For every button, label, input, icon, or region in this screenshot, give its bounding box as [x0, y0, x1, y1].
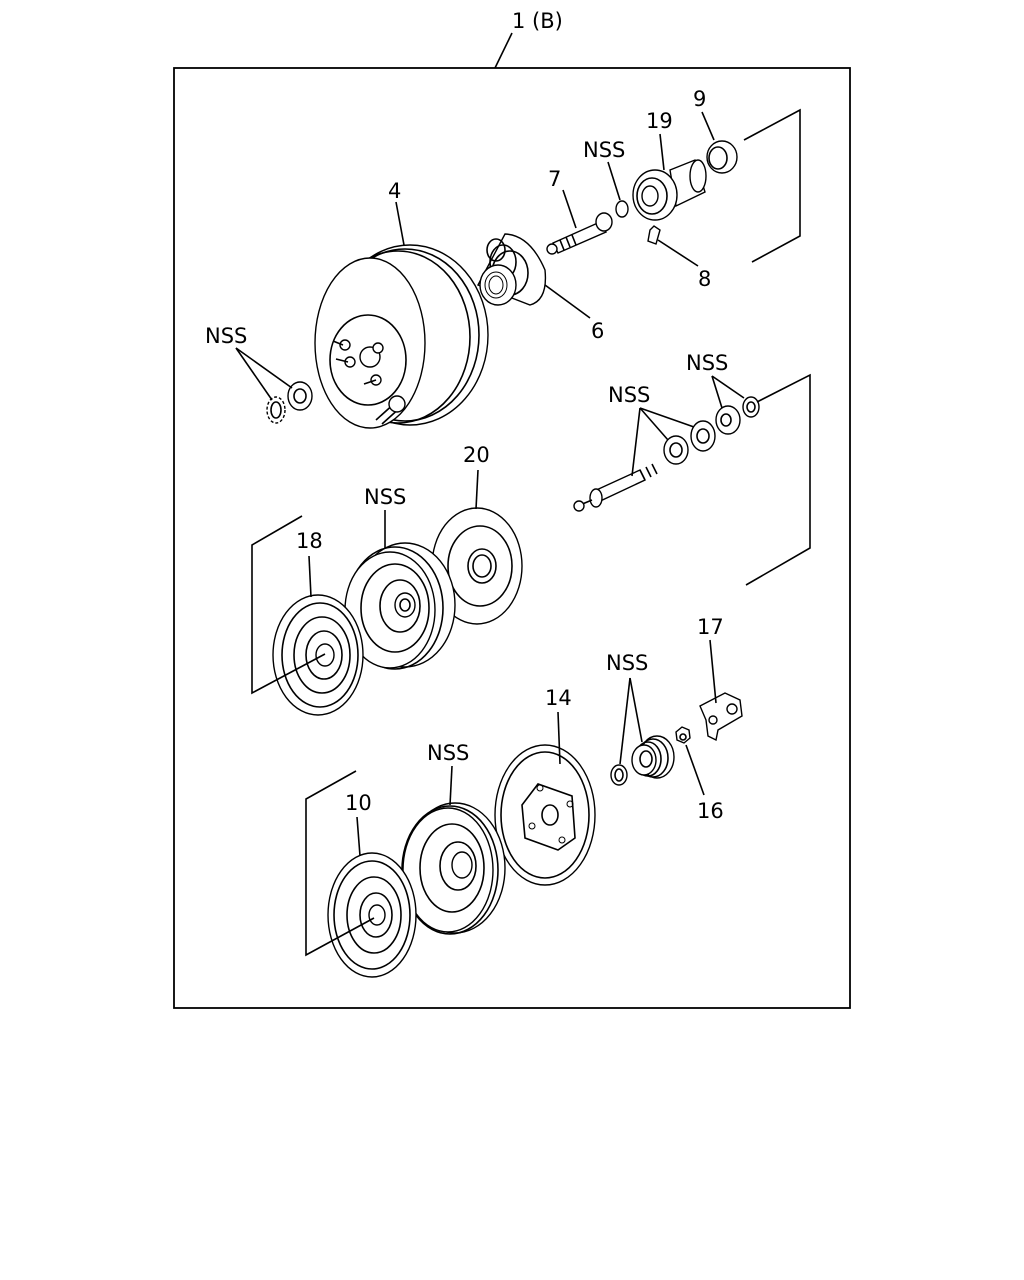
mounting-bracket	[699, 692, 743, 742]
shaft	[546, 212, 613, 255]
callout-nss-mid: NSS	[608, 383, 650, 407]
leader-nss-left-2	[235, 347, 293, 389]
leader-19	[659, 133, 665, 171]
leader-16	[685, 744, 705, 796]
rotor-pulley	[401, 802, 506, 935]
leader-4	[395, 201, 405, 246]
assembly-leader	[494, 32, 513, 69]
compressor-body	[314, 244, 489, 429]
group-bracket-left-upper	[251, 515, 326, 695]
shaft-seal	[477, 233, 547, 306]
leader-nss-mid-1	[631, 407, 641, 477]
leader-nss-coil-2	[629, 677, 643, 743]
leader-9	[701, 111, 715, 141]
key	[647, 225, 661, 245]
callout-18: 18	[296, 529, 323, 553]
callout-20: 20	[463, 443, 490, 467]
diagram-frame	[173, 67, 851, 1009]
callout-8: 8	[698, 267, 711, 291]
snap-ring	[706, 140, 738, 174]
small-washer	[615, 200, 629, 218]
callout-nss-coil: NSS	[606, 651, 648, 675]
callout-nss-right: NSS	[686, 351, 728, 375]
leader-6	[544, 284, 591, 319]
leader-10	[356, 816, 361, 857]
leader-14	[557, 711, 561, 765]
group-bracket-left-lower	[305, 770, 375, 957]
front-housing	[632, 159, 707, 221]
group-bracket-upper	[743, 108, 801, 263]
leader-nss-right-1	[711, 375, 723, 409]
assembly-label: 1 (B)	[512, 9, 563, 33]
coil-spring-ring	[610, 735, 675, 786]
callout-4: 4	[388, 179, 401, 203]
callout-17: 17	[697, 615, 724, 639]
callout-10: 10	[345, 791, 372, 815]
circlip-washer	[266, 381, 313, 424]
leader-nss-lower	[449, 765, 453, 806]
callout-nss-left: NSS	[205, 324, 247, 348]
leader-7	[562, 189, 577, 229]
bolt-assembly	[573, 396, 760, 512]
group-bracket-middle	[745, 373, 811, 586]
armature-plate-10	[327, 852, 417, 978]
callout-nss-pulley: NSS	[364, 485, 406, 509]
leader-17	[709, 639, 717, 704]
leader-nss-mid-3	[639, 407, 695, 428]
callout-nss-lower: NSS	[427, 741, 469, 765]
callout-nss-top: NSS	[583, 138, 625, 162]
leader-20	[475, 469, 479, 510]
leader-8	[657, 239, 699, 267]
callout-6: 6	[591, 319, 604, 343]
callout-16: 16	[697, 799, 724, 823]
callout-7: 7	[548, 167, 561, 191]
leader-18	[308, 555, 312, 598]
callout-9: 9	[693, 87, 706, 111]
armature-plate-18	[272, 594, 364, 716]
callout-19: 19	[646, 109, 673, 133]
clutch-hub-14	[494, 744, 596, 886]
pulley-assembly	[344, 542, 456, 670]
leader-nss-right-2	[711, 375, 745, 399]
leader-nss-left-1	[235, 347, 273, 401]
leader-nss-coil-1	[619, 677, 631, 765]
callout-14: 14	[545, 686, 572, 710]
leader-nss-top	[607, 161, 621, 201]
leader-nss-mid-2	[639, 407, 669, 441]
nut	[675, 726, 691, 744]
